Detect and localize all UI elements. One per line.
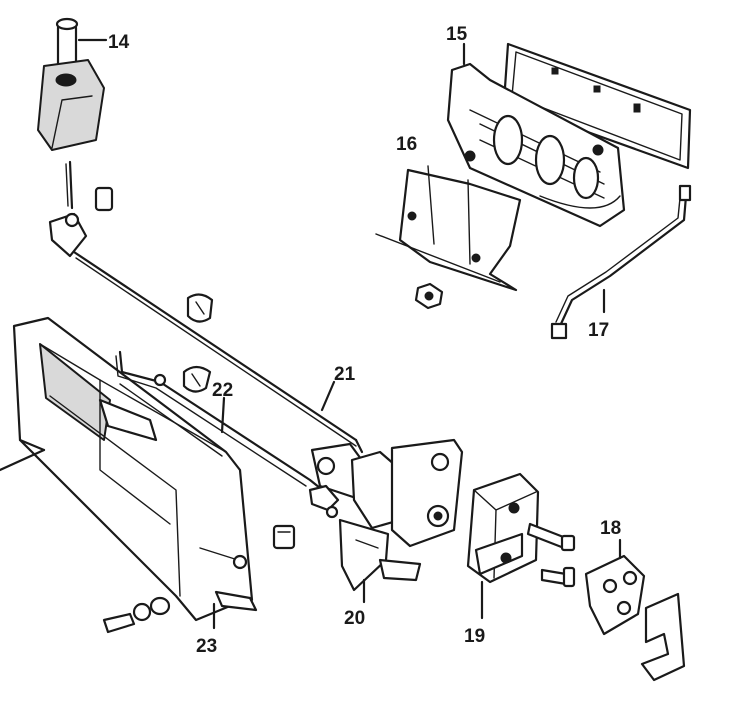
part-16-bracket: [375, 165, 522, 310]
lock-rod: [48, 160, 364, 454]
striker-screws: [526, 522, 576, 588]
retaining-clip-small: [272, 524, 296, 550]
retaining-clip-upper: [186, 293, 214, 323]
label-part-22: 22: [212, 380, 233, 401]
retaining-clip-lower: [182, 365, 212, 393]
label-part-23: 23: [196, 636, 217, 657]
label-part-20: 20: [344, 608, 365, 629]
part-19-striker: [466, 472, 540, 620]
part-14-lock-knob: [37, 17, 108, 151]
label-part-19: 19: [464, 626, 485, 647]
label-part-15: 15: [446, 24, 468, 45]
part-22-release-rod: [115, 350, 332, 498]
label-part-16: 16: [396, 134, 417, 155]
part-15-outside-handle: [446, 42, 692, 228]
part-21-lock-rod-link: [320, 380, 336, 412]
part-18-striker-plate: [584, 538, 686, 682]
label-part-21: 21: [334, 364, 356, 385]
part-23-inside-handle-panel: [0, 316, 258, 634]
part-17-connecting-rod: [550, 184, 692, 340]
part-20-door-latch: [308, 438, 464, 604]
label-part-17: 17: [588, 320, 609, 341]
label-part-14: 14: [108, 32, 130, 53]
label-part-18: 18: [600, 518, 621, 539]
